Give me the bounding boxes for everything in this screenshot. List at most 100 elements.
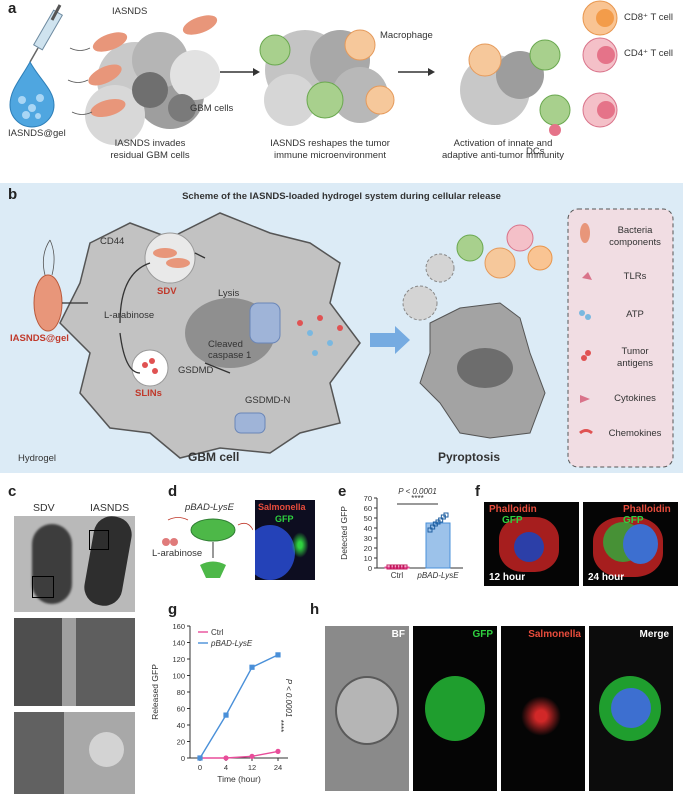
syringe-icon bbox=[29, 4, 64, 63]
y-tick-label: 50 bbox=[364, 514, 372, 523]
data-point bbox=[197, 755, 203, 761]
panel-letter-h: h bbox=[310, 601, 320, 618]
panel-d: d pBAD-LysE L-arabinose Salmonella GFP bbox=[140, 480, 320, 590]
panel-c: c SDV IASNDS bbox=[0, 480, 140, 799]
iasnds-bacterium-icon bbox=[33, 274, 63, 332]
data-point bbox=[223, 712, 229, 718]
bacteria-icon bbox=[67, 15, 218, 118]
x-tick-label: 24 bbox=[274, 763, 282, 772]
data-point bbox=[386, 564, 392, 570]
bf-label: BF bbox=[391, 629, 405, 640]
y-axis-label: Detected GFP bbox=[339, 506, 349, 560]
legend-bacteria: Bacteria components bbox=[609, 225, 661, 248]
slins-label: SLINs bbox=[135, 388, 162, 399]
gfp-label-f1: GFP bbox=[502, 515, 523, 526]
merge-label: Merge bbox=[639, 629, 669, 640]
caption-step1: IASNDS invades residual GBM cells bbox=[110, 138, 190, 161]
y-axis-label: Released GFP bbox=[150, 664, 160, 720]
cleaved-caspase-label: Cleaved caspase 1 bbox=[208, 339, 252, 361]
data-point bbox=[427, 527, 433, 533]
construct-label: pBAD-LysE bbox=[185, 502, 234, 513]
legend-label: Ctrl bbox=[211, 628, 224, 637]
panel-a: a bbox=[0, 0, 683, 180]
lysis-label: Lysis bbox=[218, 288, 240, 299]
phalloidin-label-f2: Phalloidin bbox=[623, 504, 671, 515]
legend-atp: ATP bbox=[626, 309, 644, 320]
hydrogel-label: Hydrogel bbox=[18, 453, 57, 464]
data-point bbox=[275, 748, 281, 754]
data-point bbox=[396, 564, 402, 570]
tem-image-top bbox=[14, 516, 135, 612]
sdv-column-label: SDV bbox=[33, 502, 55, 514]
legend-tumor-antigens: Tumor antigens bbox=[617, 346, 653, 369]
gbm-cell-label: GBM cell bbox=[188, 450, 240, 464]
iasnds-gel-label-b: IASNDS@gel bbox=[10, 333, 69, 344]
gfp-label-h: GFP bbox=[472, 629, 493, 640]
x-tick-label: 4 bbox=[224, 763, 228, 772]
data-point bbox=[249, 753, 255, 759]
legend-tlrs: TLRs bbox=[623, 271, 647, 282]
fluorescence-image-f1: Phalloidin GFP 12 hour bbox=[484, 502, 579, 586]
panel-letter-c: c bbox=[8, 483, 17, 500]
cd44-label: CD44 bbox=[100, 236, 125, 247]
y-tick-label: 140 bbox=[172, 639, 185, 648]
data-point bbox=[392, 564, 398, 570]
panel-letter-e: e bbox=[338, 483, 347, 500]
y-tick-label: 60 bbox=[177, 705, 185, 714]
panel-a-illustration bbox=[9, 0, 618, 145]
data-point bbox=[443, 512, 449, 518]
sdv-label: SDV bbox=[157, 286, 177, 297]
panel-letter-g: g bbox=[168, 601, 178, 618]
salmonella-stain-label: Salmonella bbox=[258, 502, 306, 512]
panel-letter-f: f bbox=[475, 483, 480, 500]
panel-b-illustration bbox=[33, 208, 674, 468]
y-tick-label: 120 bbox=[172, 655, 185, 664]
legend-cytokines: Cytokines bbox=[614, 393, 656, 404]
legend-chemokines: Chemokines bbox=[608, 428, 662, 439]
data-point bbox=[389, 564, 395, 570]
fluorescence-image-d: Salmonella GFP bbox=[255, 500, 315, 580]
data-point bbox=[249, 664, 255, 670]
transition-arrow-icon bbox=[370, 326, 410, 354]
y-tick-label: 160 bbox=[172, 622, 185, 631]
hydrogel-droplet-icon bbox=[9, 60, 55, 128]
y-tick-label: 100 bbox=[172, 672, 185, 681]
x-axis-label: Time (hour) bbox=[217, 774, 261, 784]
significance-stars: **** bbox=[276, 720, 285, 732]
y-tick-label: 40 bbox=[177, 721, 185, 730]
data-point bbox=[430, 524, 436, 530]
gsdmd-pore-icon bbox=[234, 302, 281, 434]
gfp-stain-label: GFP bbox=[275, 514, 294, 524]
phalloidin-label-f1: Phalloidin bbox=[489, 504, 537, 515]
p-value-label: P < 0.0001 bbox=[284, 679, 293, 718]
data-point bbox=[402, 564, 408, 570]
y-tick-label: 80 bbox=[177, 688, 185, 697]
legend-label: pBAD-LysE bbox=[210, 639, 253, 648]
x-tick-label: 12 bbox=[248, 763, 256, 772]
dcs-label: DCs bbox=[526, 146, 545, 157]
y-tick-label: 30 bbox=[364, 534, 372, 543]
panel-b-title: Scheme of the IASNDS-loaded hydrogel sys… bbox=[182, 191, 501, 202]
caption-step2: IASNDS reshapes the tumor immune microen… bbox=[270, 138, 390, 161]
iasnds-label: IASNDS bbox=[112, 6, 148, 17]
x-tick-label: pBAD-LysE bbox=[416, 571, 459, 580]
time-label-f2: 24 hour bbox=[588, 572, 625, 583]
pyroptosis-label: Pyroptosis bbox=[438, 450, 501, 464]
gsdmd-n-label: GSDMD-N bbox=[245, 395, 291, 406]
x-tick-label: Ctrl bbox=[391, 571, 404, 580]
data-point bbox=[399, 564, 405, 570]
cd8-label: CD8⁺ T cell bbox=[624, 12, 674, 23]
panel-f: f Phalloidin GFP 12 hour Phalloidin GFP … bbox=[470, 480, 683, 590]
bar-pBAD-LysE bbox=[425, 522, 451, 569]
x-tick-label: 0 bbox=[198, 763, 202, 772]
time-label-f1: 12 hour bbox=[489, 572, 526, 583]
gbm-cells-label: GBM cells bbox=[190, 103, 234, 114]
gfp-label-f2: GFP bbox=[623, 515, 644, 526]
l-arabinose-label: L-arabinose bbox=[104, 310, 155, 321]
merge-image: Merge bbox=[589, 626, 673, 791]
tem-image-middle bbox=[14, 618, 135, 706]
y-tick-label: 20 bbox=[364, 544, 372, 553]
